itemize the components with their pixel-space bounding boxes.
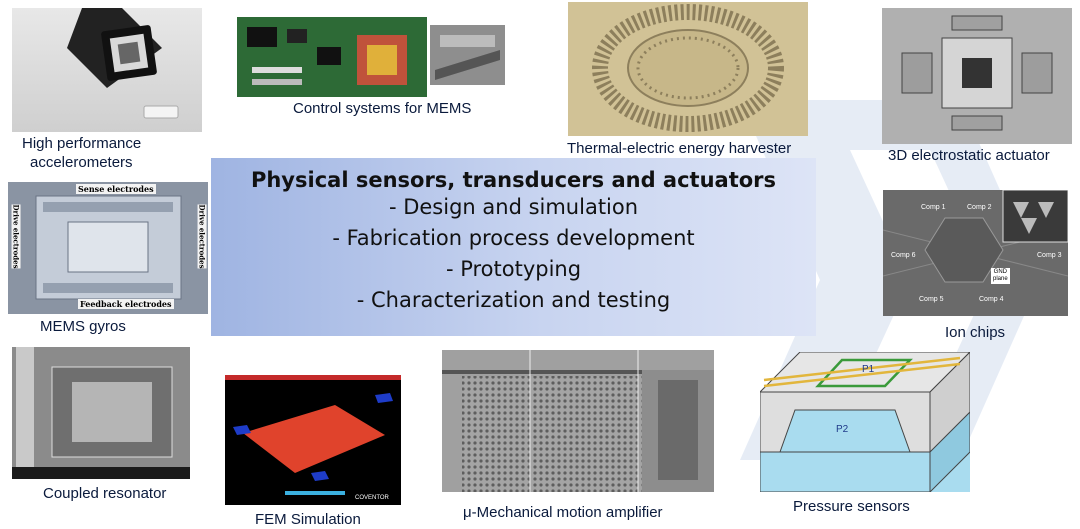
caption-ion-chips: Ion chips [945, 324, 1006, 341]
caption-accelerometers-line2: accelerometers [30, 154, 133, 171]
electrostatic-actuator-photo [882, 8, 1072, 144]
caption-pressure-sensors: Pressure sensors [793, 498, 910, 515]
center-summary-box: Physical sensors, transducers and actuat… [211, 158, 816, 336]
ion-label-gnd-line2: plane [993, 276, 1008, 282]
coupled-resonator-photo [12, 347, 190, 479]
center-title: Physical sensors, transducers and actuat… [250, 168, 777, 192]
ion-label-gnd-line1: GND [993, 269, 1008, 275]
pressure-sensor-diagram: P1 P2 [760, 352, 970, 492]
caption-electrostatic-actuator: 3D electrostatic actuator [888, 147, 1050, 164]
ion-label-comp2: Comp 2 [967, 204, 992, 211]
control-board-photo [237, 17, 427, 97]
caption-control-systems: Control systems for MEMS [293, 100, 472, 117]
pressure-sensor-graphic [760, 352, 970, 492]
fem-simulation-image: COVENTOR [225, 375, 401, 505]
ion-label-comp5: Comp 5 [919, 296, 944, 303]
fem-label-brand: COVENTOR [355, 495, 389, 501]
motion-amplifier-graphic [442, 350, 714, 492]
caption-gyros: MEMS gyros [40, 318, 126, 335]
caption-fem: FEM Simulation [255, 511, 361, 528]
ion-label-comp6: Comp 6 [891, 252, 916, 259]
ion-label-comp4: Comp 4 [979, 296, 1004, 303]
energy-harvester-photo [568, 2, 808, 136]
gyro-label-feedback: Feedback electrodes [78, 299, 174, 309]
accelerometer-graphic [67, 8, 179, 119]
center-item-fabrication: - Fabrication process development [332, 226, 695, 250]
energy-harvester-graphic [568, 2, 808, 136]
coupled-resonator-graphic [12, 347, 190, 479]
fem-simulation-graphic [225, 375, 401, 505]
ion-label-gnd: GND plane [991, 268, 1010, 284]
caption-accelerometers-line1: High performance [22, 135, 142, 152]
caption-coupled-resonator: Coupled resonator [43, 485, 167, 502]
accelerometer-photo [12, 8, 202, 132]
ion-label-comp1: Comp 1 [921, 204, 946, 211]
ion-chip-photo: Comp 1 Comp 2 Comp 3 Comp 4 Comp 5 Comp … [883, 190, 1068, 316]
gyro-photo: Sense electrodes Feedback electrodes Dri… [8, 182, 208, 314]
pressure-label-p1: P1 [862, 364, 875, 375]
pressure-label-p2: P2 [836, 424, 849, 435]
control-sem-graphic [430, 25, 505, 85]
gyro-label-drive-left: Drive electrodes [11, 204, 21, 269]
caption-motion-amplifier: μ-Mechanical motion amplifier [463, 504, 663, 521]
gyro-graphic [8, 182, 208, 314]
center-item-characterization: - Characterization and testing [356, 288, 671, 312]
motion-amplifier-photo [442, 350, 714, 492]
caption-energy-harvester: Thermal-electric energy harvester [567, 140, 792, 157]
center-item-design: - Design and simulation [388, 195, 639, 219]
ion-label-comp3: Comp 3 [1037, 252, 1062, 259]
gyro-label-sense: Sense electrodes [76, 184, 156, 194]
control-sem-inset [430, 25, 505, 85]
electrostatic-actuator-graphic [882, 8, 1072, 144]
control-board-graphic [237, 17, 427, 97]
center-item-prototyping: - Prototyping [445, 257, 582, 281]
ion-chip-graphic [883, 190, 1068, 316]
gyro-label-drive-right: Drive electrodes [197, 204, 207, 269]
